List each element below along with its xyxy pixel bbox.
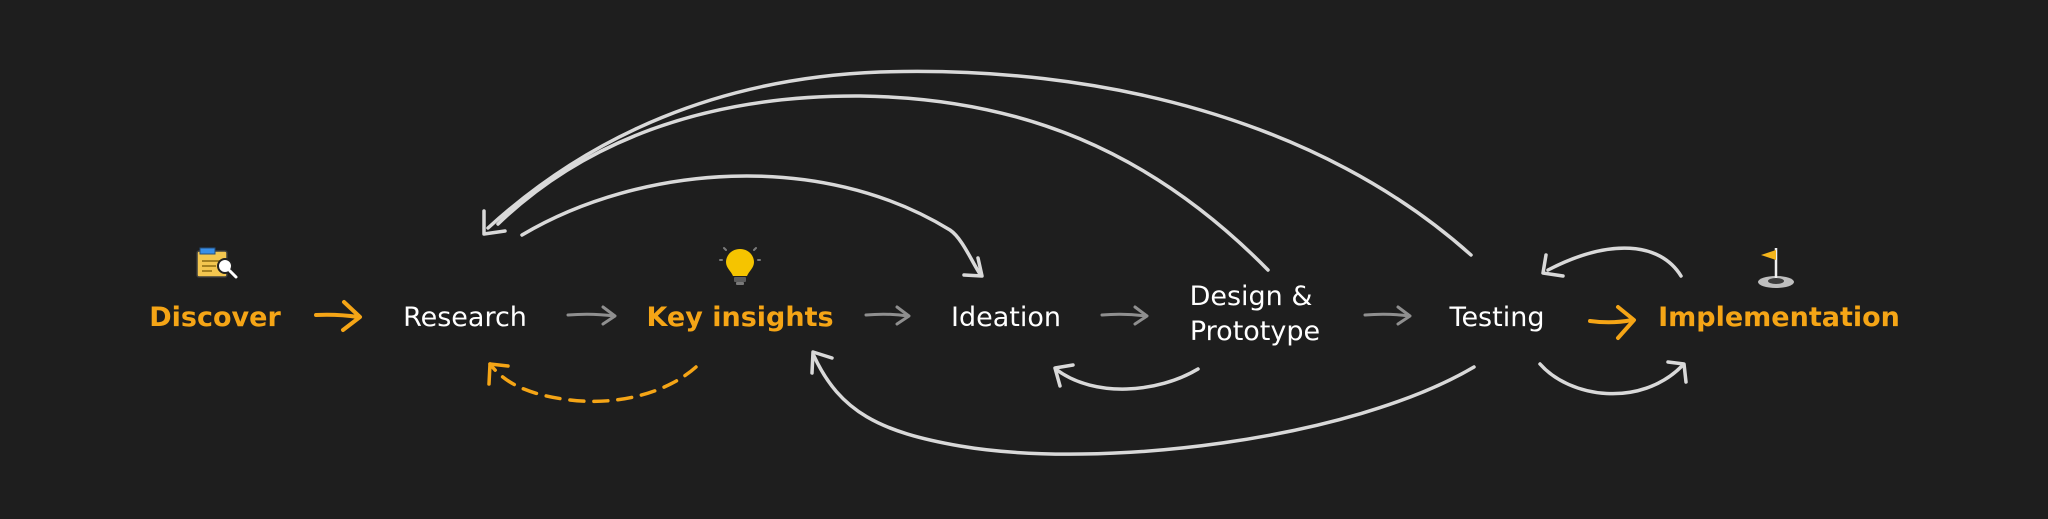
node-key-insights: Key insights	[646, 302, 834, 333]
arc-design-to-research	[496, 94, 1270, 272]
arc-research-to-ideation	[520, 174, 984, 278]
arrow-testing-to-implementation	[1588, 305, 1636, 340]
node-design-prototype-line1: Design &	[1189, 281, 1313, 312]
arc-testing-to-research	[482, 69, 1473, 257]
lightbulb-icon	[719, 247, 761, 285]
arrow-research-to-key-insights	[566, 305, 617, 326]
golf-flag-icon	[1758, 248, 1794, 288]
arc-testing-to-implementation-loop	[1538, 360, 1688, 396]
arc-testing-to-key-insights	[810, 350, 1476, 456]
node-discover: Discover	[149, 302, 281, 333]
node-testing: Testing	[1449, 302, 1545, 333]
node-research: Research	[403, 302, 527, 333]
node-implementation: Implementation	[1658, 302, 1900, 333]
arrow-key-insights-to-ideation	[864, 305, 911, 326]
arc-design-to-ideation	[1053, 363, 1200, 391]
node-design-prototype-line2: Prototype	[1189, 316, 1321, 347]
arc-key-insights-to-research-dashed	[487, 362, 698, 404]
arc-implementation-to-testing	[1541, 246, 1683, 278]
notepad-magnifier-icon	[196, 247, 238, 279]
node-ideation: Ideation	[951, 302, 1061, 333]
arrow-ideation-to-design	[1100, 305, 1149, 326]
arrow-design-to-testing	[1363, 305, 1412, 326]
arrow-discover-to-research	[314, 300, 362, 332]
